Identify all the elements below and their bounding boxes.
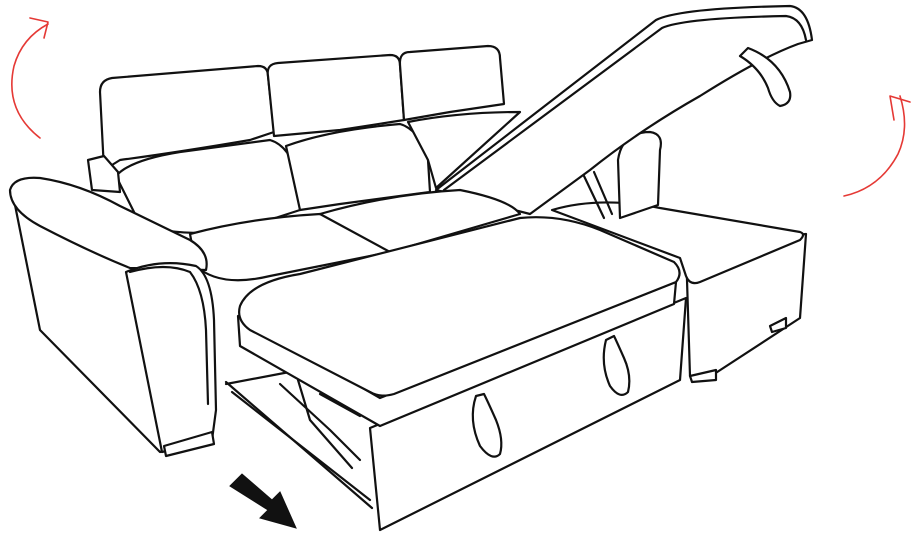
storage-lid-panel (434, 4, 814, 216)
storage-lid-open (434, 4, 814, 220)
right-rotation-arrow (843, 95, 906, 197)
armrest-foot (162, 430, 216, 458)
curved-arrow-rotate-icon (843, 95, 911, 197)
chaise-foot-right (768, 316, 788, 334)
lid-support-strut (582, 174, 606, 220)
chaise-seat-top (550, 201, 805, 285)
armrest-top (8, 176, 208, 272)
seat-cushions (86, 110, 522, 282)
diagonal-arrow-down-right-icon (229, 473, 297, 529)
motion-arrows (11, 17, 911, 529)
mattress-top (238, 216, 681, 397)
pull-strap-right (602, 334, 631, 396)
pull-out-base-rail-2 (230, 390, 372, 502)
lid-strap-loop (738, 46, 792, 108)
mattress-side (236, 280, 678, 428)
left-rotation-arrow-head (29, 17, 49, 39)
storage-lid-edge (442, 14, 808, 192)
chaise-foot-left (688, 368, 718, 384)
left-armrest (8, 176, 218, 458)
curved-arrow-rotate-icon (11, 17, 49, 139)
right-rotation-arrow-head (889, 95, 911, 121)
chaise-armrest (616, 130, 662, 220)
back-cushion-right (398, 44, 506, 122)
pull-out-scissor-1 (278, 382, 362, 462)
chaise-section (550, 130, 808, 384)
pull-out-scissor-3 (318, 392, 362, 418)
armrest-front-face (124, 262, 218, 454)
left-rotation-arrow (11, 23, 49, 139)
pull-strap-left (471, 392, 503, 458)
lid-support-strut-2 (592, 170, 614, 216)
seat-cushion-middle (318, 188, 522, 254)
back-cushions (98, 44, 506, 172)
pull-out-scissor-2 (296, 378, 354, 470)
back-cushion-middle (266, 53, 406, 138)
armrest-piping (128, 265, 210, 406)
pull-out-mattress (236, 216, 681, 428)
pull-straps (471, 334, 631, 458)
sofa-base-left (86, 154, 122, 194)
seat-back-right (406, 110, 522, 190)
